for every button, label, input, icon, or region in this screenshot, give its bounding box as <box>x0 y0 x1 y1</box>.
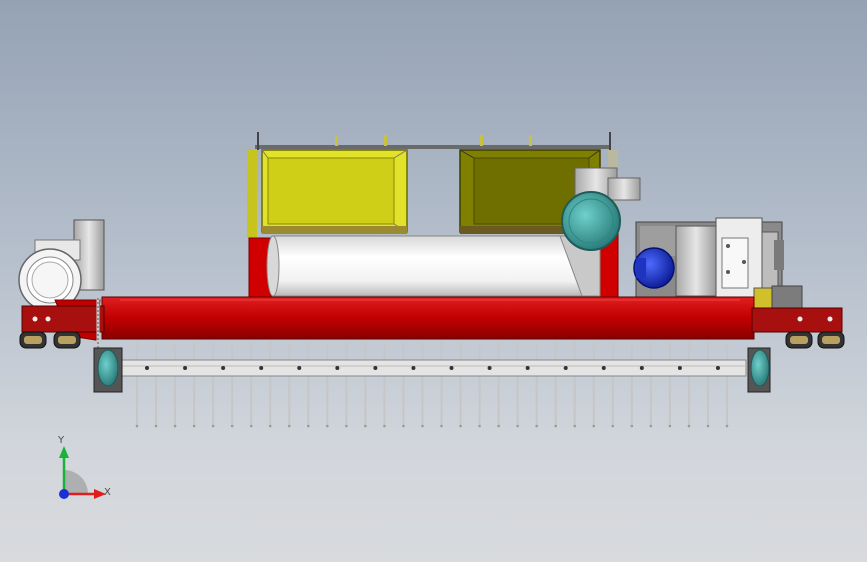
rail-bolt <box>639 366 644 370</box>
y-axis-head <box>59 446 69 458</box>
rail-bolt <box>563 366 568 370</box>
tine-tip <box>687 424 691 428</box>
rail-bolt <box>335 366 340 370</box>
y-axis-label: Y <box>58 435 65 446</box>
x-axis-label: X <box>104 487 111 498</box>
drive-drum <box>561 167 641 251</box>
top-guide-rod <box>255 132 611 150</box>
z-axis-dot <box>59 489 69 499</box>
rail-bolt <box>373 366 378 370</box>
tine-tip <box>383 424 386 428</box>
tine-tip <box>611 424 615 428</box>
tine-tip <box>497 424 500 428</box>
tine-tip <box>706 424 710 428</box>
tine-tip <box>326 424 329 428</box>
tine-tip <box>649 424 653 428</box>
tine-tip <box>135 424 139 428</box>
tine-tip <box>268 424 272 428</box>
rail-bolt <box>677 366 682 370</box>
tine-tip <box>440 424 443 428</box>
rail-bolt <box>183 366 188 370</box>
coordinate-triad: Y X <box>40 436 120 506</box>
tine-tip <box>725 424 729 428</box>
tine-tip <box>421 424 424 428</box>
tine-tip <box>668 424 672 428</box>
tine-array <box>135 342 729 428</box>
tine-tip <box>211 424 215 428</box>
triad-axes <box>59 446 106 499</box>
rail-bolt <box>449 366 454 370</box>
right-drive-unit <box>633 217 803 313</box>
main-red-beam <box>21 296 843 390</box>
tine-tip <box>345 424 348 428</box>
rail-bolt <box>297 366 302 370</box>
rail-bolt <box>715 366 720 370</box>
tine-tip <box>154 424 158 428</box>
tine-tip <box>306 424 310 428</box>
triad-quadrant <box>64 470 88 494</box>
tine-tip <box>173 424 177 428</box>
x-axis-head <box>94 489 106 499</box>
rail-bolt <box>525 366 530 370</box>
tine-tip <box>364 424 367 428</box>
tine-tip <box>535 424 538 428</box>
left-hopper-bin <box>247 149 408 238</box>
main-roller <box>266 235 601 297</box>
tine-tip <box>230 424 234 428</box>
tine-rail <box>121 359 747 377</box>
tine-tip <box>630 424 634 428</box>
tine-tip <box>249 424 253 428</box>
rail-bolt <box>145 366 149 370</box>
tine-tip <box>573 424 577 428</box>
tine-tip <box>459 424 462 428</box>
rail-bolt <box>259 366 264 370</box>
rail-bolt <box>601 366 606 370</box>
tine-tip <box>402 424 405 428</box>
end-sprockets <box>93 347 771 393</box>
tine-tip <box>192 424 196 428</box>
tine-tip <box>516 424 519 428</box>
track-wheels <box>19 331 845 349</box>
tine-tip <box>554 424 558 428</box>
tine-tip <box>478 424 481 428</box>
rail-bolt <box>221 366 226 370</box>
rail-bolt <box>411 366 416 370</box>
rail-bolt <box>487 366 492 370</box>
tine-tip <box>592 424 596 428</box>
tine-tip <box>287 424 291 428</box>
